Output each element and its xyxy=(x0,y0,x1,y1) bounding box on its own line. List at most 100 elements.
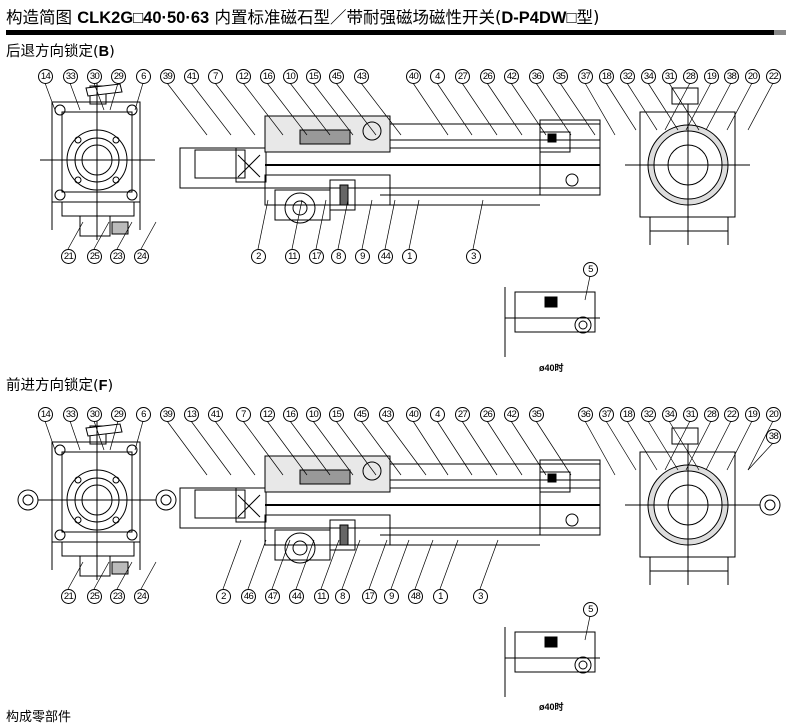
callout-number: 4 xyxy=(430,407,445,422)
lock-port xyxy=(362,121,382,141)
lock-port xyxy=(362,461,382,481)
leader-line xyxy=(605,420,637,471)
inset-cylinder xyxy=(514,631,596,673)
leader-line xyxy=(242,420,284,476)
right-release-lever xyxy=(671,87,699,105)
callout-number: 15 xyxy=(306,69,321,84)
lock-piston xyxy=(329,519,356,551)
left-end-base xyxy=(61,541,135,557)
leader-line xyxy=(93,420,105,451)
callout-number: 15 xyxy=(329,407,344,422)
release-lever xyxy=(85,83,123,97)
leader-line xyxy=(335,420,377,476)
leader-line xyxy=(726,82,753,131)
leader-line xyxy=(384,199,396,250)
leader-line xyxy=(69,420,81,451)
callout-number: 38 xyxy=(724,69,739,84)
callout-number: 29 xyxy=(111,69,126,84)
leader-line xyxy=(134,420,144,451)
leader-line xyxy=(247,539,267,590)
inset-bumper xyxy=(574,656,592,674)
lock-unit-lower xyxy=(264,514,391,546)
screw-icon xyxy=(74,516,82,524)
bolt-icon xyxy=(54,104,66,116)
callout-number: 21 xyxy=(61,589,76,604)
head-screw xyxy=(565,513,579,527)
leader-line xyxy=(685,82,712,131)
leader-line xyxy=(368,539,388,590)
callout-number: 45 xyxy=(329,69,344,84)
shaded-plate xyxy=(111,221,129,235)
callout-number: 34 xyxy=(641,69,656,84)
title-prefix: 构造简图 xyxy=(6,8,72,27)
leader-line xyxy=(584,615,591,641)
callout-number: 1 xyxy=(402,249,417,264)
callout-number: 38 xyxy=(766,429,781,444)
inset-note-b: ø40时 xyxy=(539,363,564,373)
title-model: CLK2G□40·50·63 xyxy=(77,9,210,27)
leader-line xyxy=(214,420,256,476)
heading-text: 后退方向锁定( xyxy=(6,44,99,60)
leader-line xyxy=(242,82,284,136)
leader-line xyxy=(584,82,616,136)
head-cover xyxy=(539,459,601,536)
callout-number: 48 xyxy=(408,589,423,604)
heading-letter: B xyxy=(98,44,110,60)
leader-line xyxy=(166,82,208,136)
clevis-eye-left xyxy=(22,494,34,506)
leader-line xyxy=(559,82,596,136)
callout-number: 25 xyxy=(87,249,102,264)
leader-line xyxy=(510,420,547,476)
callout-number: 39 xyxy=(160,407,175,422)
right-end-base xyxy=(649,216,729,232)
leader-line xyxy=(67,561,84,590)
leader-line xyxy=(510,82,547,136)
screw-icon xyxy=(112,176,120,184)
release-lever xyxy=(85,423,123,437)
callout-number: 20 xyxy=(766,407,781,422)
title-switch: D-P4DW□ xyxy=(501,9,577,27)
leader-line xyxy=(271,539,291,590)
left-end-foot xyxy=(79,215,111,237)
piston-rod-end xyxy=(194,489,246,519)
leader-line xyxy=(647,82,679,131)
section-b-heading: 后退方向锁定(B) xyxy=(6,40,115,61)
lock-piston xyxy=(329,179,356,211)
leader-line xyxy=(747,82,774,131)
callout-number: 47 xyxy=(265,589,280,604)
callout-number: 29 xyxy=(111,407,126,422)
leader-line xyxy=(222,539,242,590)
callout-number: 2 xyxy=(251,249,266,264)
callout-number: 28 xyxy=(704,407,719,422)
inset-seal xyxy=(544,296,558,308)
head-screw xyxy=(565,173,579,187)
callout-number: 32 xyxy=(620,69,635,84)
leader-line xyxy=(116,221,133,250)
lock-brake xyxy=(299,469,351,485)
leader-line xyxy=(584,420,616,476)
callout-number: 5 xyxy=(583,602,598,617)
callout-number: 31 xyxy=(683,407,698,422)
clevis-eye-right xyxy=(759,494,781,516)
leader-line xyxy=(412,82,449,136)
callout-number: 43 xyxy=(379,407,394,422)
clevis-pin-inner xyxy=(292,540,308,556)
leader-line xyxy=(361,199,373,250)
callout-number: 18 xyxy=(620,407,635,422)
leader-line xyxy=(289,420,331,476)
callout-number: 17 xyxy=(309,249,324,264)
leader-line xyxy=(390,539,410,590)
leader-line xyxy=(140,561,157,590)
callout-number: 42 xyxy=(504,69,519,84)
callout-number: 3 xyxy=(466,249,481,264)
callout-number: 3 xyxy=(473,589,488,604)
leader-line xyxy=(93,82,105,111)
leader-line xyxy=(140,221,157,250)
heading-close: ) xyxy=(107,378,114,394)
leader-line xyxy=(461,420,498,476)
right-end-base xyxy=(649,556,729,572)
inset-bumper-inner xyxy=(578,660,588,670)
callout-number: 21 xyxy=(61,249,76,264)
callout-number: 11 xyxy=(285,249,300,264)
callout-number: 14 xyxy=(38,69,53,84)
